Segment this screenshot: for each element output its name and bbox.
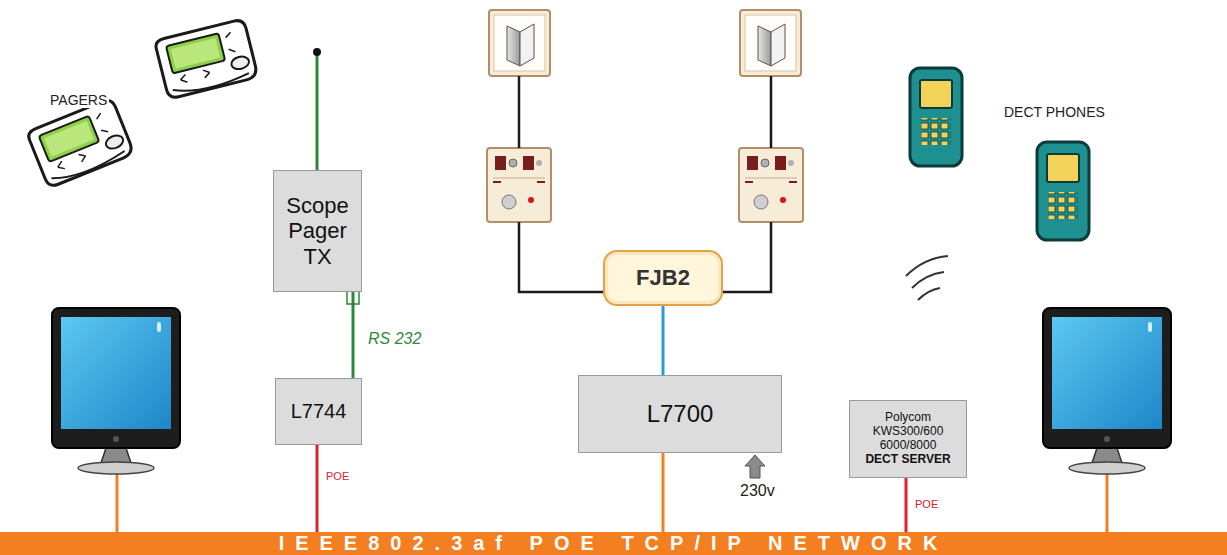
connector-label: POE (915, 498, 938, 510)
box-label: Scope Pager TX (280, 193, 355, 269)
connector-line (662, 453, 665, 532)
controller-box: L7700 (578, 375, 782, 453)
connector-line (316, 445, 319, 532)
antenna (313, 48, 321, 172)
dect-phone-icon (910, 68, 962, 166)
network-cable (116, 466, 119, 534)
power-label: 230v (738, 482, 777, 500)
call-point-icon (487, 148, 551, 222)
door-unit-icon (489, 10, 550, 76)
monitor-left (52, 308, 180, 534)
door-unit-icon (740, 10, 801, 76)
transmitter-box: Scope Pager TX (273, 170, 362, 292)
connector-label: RS 232 (368, 330, 421, 348)
network-label: IEEE802.3af POE TCP/IP NETWORK (279, 532, 949, 555)
connector-label: POE (326, 470, 349, 482)
interface-box: L7744 (275, 378, 362, 445)
connector-line (352, 292, 355, 378)
radio-waves (906, 256, 948, 300)
monitor-icon (52, 308, 180, 474)
group-label: PAGERS (48, 92, 109, 108)
power-arrow (745, 455, 765, 478)
box-label: L7700 (647, 400, 714, 428)
monitor-right (1043, 308, 1171, 534)
box-label: Polycom KWS300/600 6000/8000 (864, 411, 952, 452)
box-label: FJB2 (636, 265, 690, 290)
network-band: IEEE802.3af POE TCP/IP NETWORK (0, 532, 1227, 555)
pager-icon (26, 98, 134, 188)
box-label: L7744 (291, 400, 347, 423)
dect-phone-icon (1037, 142, 1089, 240)
connector-line (662, 306, 665, 375)
group-label: DECT PHONES (1002, 104, 1107, 120)
box-sublabel: DECT SERVER (865, 453, 950, 467)
connector-line (905, 478, 908, 532)
network-cable (1106, 466, 1109, 534)
pager-icon (154, 19, 258, 99)
dect-server-box: Polycom KWS300/600 6000/8000DECT SERVER (849, 400, 967, 478)
call-point-icon (739, 148, 803, 222)
junction-box: FJB2 (603, 250, 723, 306)
monitor-icon (1043, 308, 1171, 474)
